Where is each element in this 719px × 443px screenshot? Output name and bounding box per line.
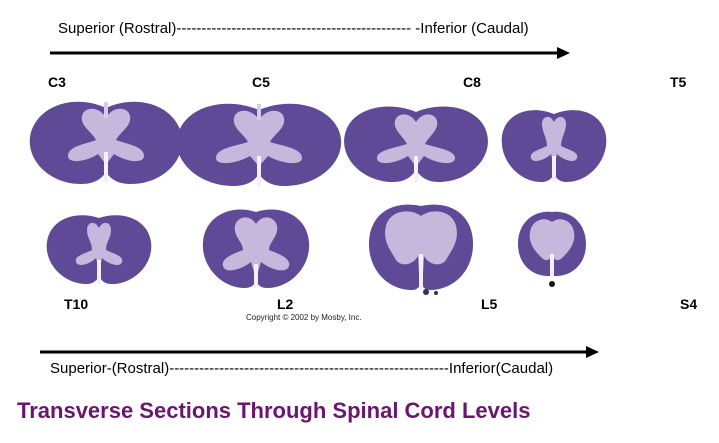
section-image-c3 — [29, 101, 183, 184]
copyright-notice: Copyright © 2002 by Mosby, Inc. — [246, 313, 362, 322]
level-label-s4: S4 — [680, 296, 698, 312]
section-image-c8 — [344, 106, 488, 182]
section-image-t5 — [501, 110, 607, 182]
section-image-c5 — [176, 103, 342, 186]
level-label-t10: T10 — [64, 296, 89, 312]
top-direction-label: Superior (Rostral)----------------------… — [58, 20, 529, 37]
level-label-c3: C3 — [48, 74, 66, 90]
page-title: Transverse Sections Through Spinal Cord … — [17, 398, 531, 423]
level-label-l2: L2 — [277, 296, 294, 312]
section-image-l5 — [368, 204, 474, 295]
level-label-c8: C8 — [463, 74, 481, 90]
section-image-l2 — [202, 209, 310, 288]
section-image-s4 — [518, 211, 586, 287]
bottom-direction-label: Superior-(Rostral)----------------------… — [50, 360, 554, 377]
level-label-c5: C5 — [252, 74, 270, 90]
level-label-l5: L5 — [481, 296, 498, 312]
bottom-direction-arrow — [40, 346, 599, 358]
top-direction-arrow — [50, 47, 570, 59]
level-label-t5: T5 — [670, 74, 687, 90]
section-image-t10 — [46, 215, 152, 284]
